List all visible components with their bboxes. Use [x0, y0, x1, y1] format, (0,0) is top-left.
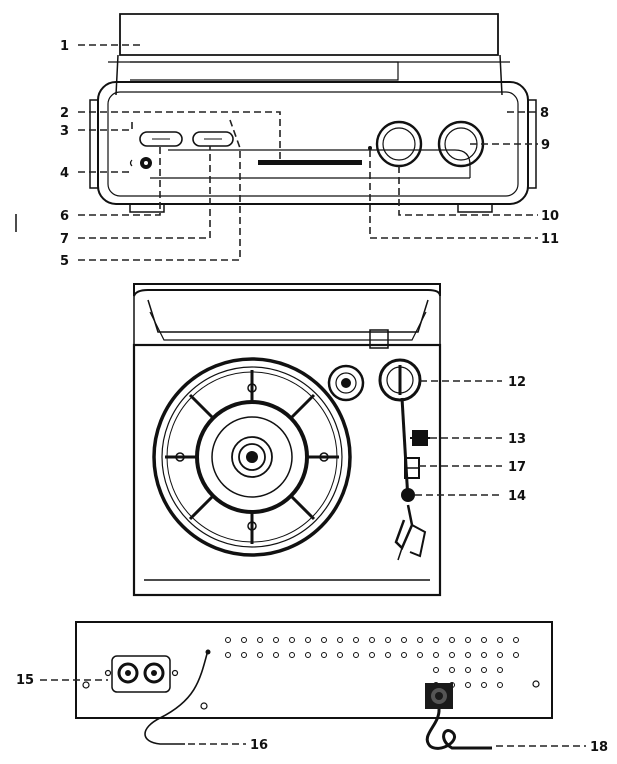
callout-8: 8 — [540, 106, 549, 121]
callout-12: 12 — [508, 375, 526, 390]
deck — [132, 343, 442, 597]
callout-4: 4 — [60, 166, 69, 181]
callout-13: 13 — [508, 432, 526, 447]
left-foot — [129, 203, 165, 213]
open-lid — [133, 283, 441, 297]
front-leader-lines — [78, 44, 538, 261]
vent-holes — [225, 637, 519, 688]
fm-antenna-wire — [144, 649, 209, 745]
callout-1: 1 — [60, 39, 69, 54]
power-indicator — [368, 146, 372, 150]
callout-3: 3 — [60, 124, 69, 139]
spindle — [246, 451, 258, 463]
callout-16: 16 — [250, 738, 268, 753]
callout-6: 6 — [60, 209, 69, 224]
tonearm — [400, 397, 410, 501]
top-view — [132, 283, 442, 597]
rca-output-plate — [111, 655, 171, 693]
top-leader-lines — [415, 380, 502, 496]
rca-jack-left — [117, 662, 139, 684]
dust-cover-lid — [119, 13, 499, 56]
button-right — [192, 131, 234, 147]
tonearm-pivot — [378, 358, 422, 402]
front-view — [89, 13, 537, 213]
power-cord — [425, 708, 492, 750]
platter-outer — [152, 357, 352, 557]
button-left — [139, 131, 183, 147]
headshell — [394, 504, 414, 551]
rear-leader-lines — [40, 679, 586, 747]
callout-9: 9 — [541, 138, 550, 153]
rear-panel — [75, 621, 553, 719]
callout-7: 7 — [60, 232, 69, 247]
lid-hinge — [369, 329, 389, 349]
adapter-45 — [327, 364, 365, 402]
tonearm-rest — [401, 488, 415, 502]
volume-knob — [375, 120, 423, 168]
callout-11: 11 — [541, 232, 559, 247]
callout-17: 17 — [508, 460, 526, 475]
disc-slot — [258, 160, 362, 165]
callout-14: 14 — [508, 489, 526, 504]
rca-jack-right — [143, 662, 165, 684]
front-body — [97, 81, 529, 205]
right-foot — [457, 203, 493, 213]
callout-18: 18 — [590, 740, 608, 755]
callout-5: 5 — [60, 254, 69, 269]
rear-view — [75, 621, 553, 750]
callout-2: 2 — [60, 106, 69, 121]
callout-15: 15 — [16, 673, 34, 688]
callout-10: 10 — [541, 209, 559, 224]
